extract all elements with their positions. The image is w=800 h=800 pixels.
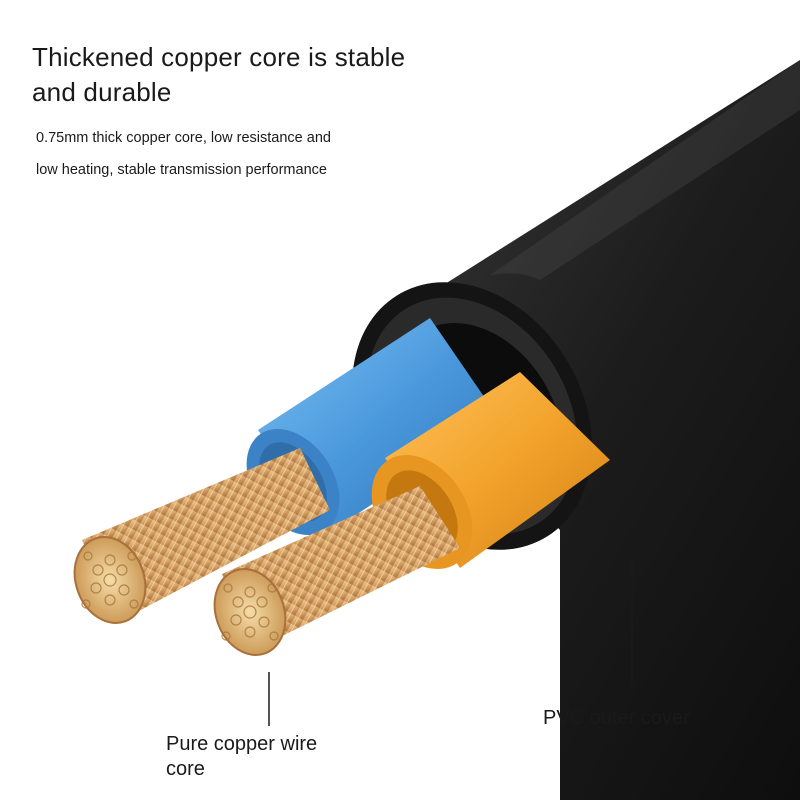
- headline: Thickened copper core is stable and dura…: [32, 40, 472, 110]
- description-line-2: low heating, stable transmission perform…: [36, 162, 327, 178]
- copper-strand-bundle-right: [213, 486, 460, 656]
- pvc-outer-cover-label: PVC outer cover: [543, 707, 690, 729]
- headline-line-2: and durable: [32, 77, 172, 107]
- pure-copper-core-label: Pure copper wire core: [166, 732, 366, 782]
- copper-strand-bundle-left: [73, 448, 330, 624]
- headline-line-1: Thickened copper core is stable: [32, 42, 406, 72]
- core-label-line-1: Pure copper wire: [166, 733, 318, 755]
- description-line-1: 0.75mm thick copper core, low resistance…: [36, 130, 331, 146]
- core-label-line-2: core: [166, 758, 205, 780]
